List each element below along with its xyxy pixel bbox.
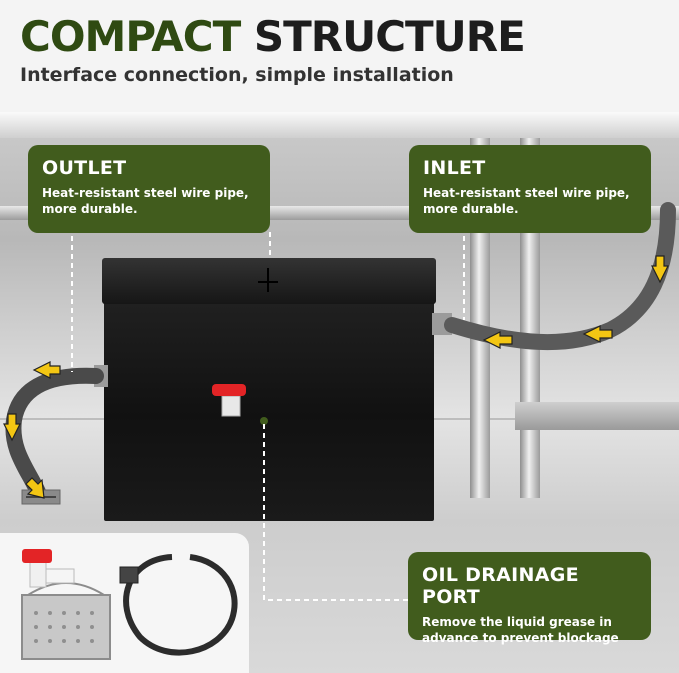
accessories-inset (0, 533, 249, 673)
title-part-2: STRUCTURE (253, 12, 526, 61)
lid-handle-icon (258, 268, 278, 292)
outlet-title: OUTLET (42, 157, 127, 179)
lower-shelf (515, 402, 679, 430)
arrow-icon (482, 331, 513, 349)
flow-arrows (3, 255, 669, 499)
arrow-icon (582, 325, 613, 343)
arrow-icon (32, 361, 61, 379)
arrow-icon (3, 413, 21, 442)
arrow-icon (25, 477, 45, 499)
page-title: COMPACT STRUCTURE (20, 12, 526, 61)
filter-basket-icon (21, 582, 111, 660)
hose-icon (119, 554, 238, 656)
inlet-description: Heat-resistant steel wire pipe, more dur… (423, 186, 630, 216)
valve-icon (212, 384, 268, 425)
counter-shelf (0, 112, 679, 138)
outlet-callout: OUTLET Heat-resistant steel wire pipe, m… (28, 145, 270, 233)
header: COMPACT STRUCTURE Interface connection, … (0, 0, 679, 112)
valve-icon (22, 549, 75, 588)
oil-port-connector-line (263, 424, 408, 601)
accessories-illustration (21, 549, 238, 660)
outlet-hose (5, 367, 104, 500)
arrow-icon (651, 255, 669, 284)
oil-drainage-description: Remove the liquid grease in advance to p… (422, 615, 619, 645)
oil-drainage-callout: OIL DRAINAGE PORT Remove the liquid grea… (408, 552, 651, 645)
inlet-callout: INLET Heat-resistant steel wire pipe, mo… (409, 145, 651, 233)
title-part-1: COMPACT (20, 12, 241, 61)
outlet-description: Heat-resistant steel wire pipe, more dur… (42, 186, 249, 216)
oil-drainage-title: OIL DRAINAGE PORT (422, 564, 579, 608)
inlet-title: INLET (423, 157, 486, 179)
page-subtitle: Interface connection, simple installatio… (20, 64, 454, 86)
